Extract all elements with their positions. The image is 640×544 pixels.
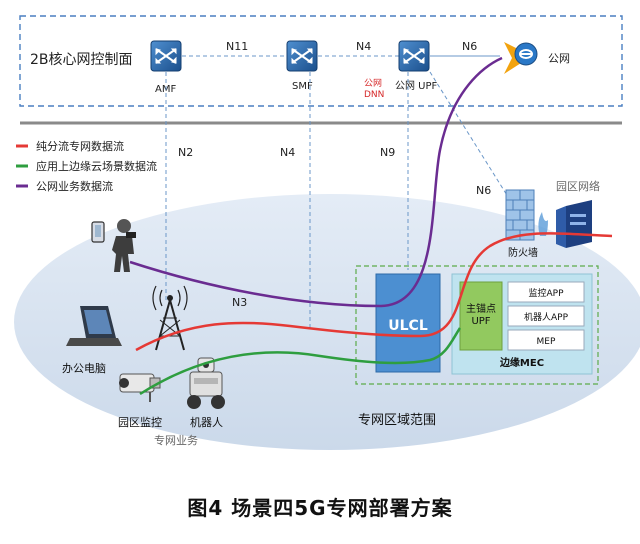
- campus-ellipse: [14, 194, 640, 450]
- legend-green: 应用上边缘云场景数据流: [36, 159, 157, 173]
- robot-app-box: [507, 305, 585, 327]
- label-n2: N2: [178, 146, 193, 159]
- legend-red: 纯分流专网数据流: [36, 139, 124, 153]
- dnn-label-2: DNN: [364, 90, 384, 100]
- firewall-icon: [505, 189, 548, 241]
- legend: 纯分流专网数据流 应用上边缘云场景数据流 公网业务数据流: [16, 139, 157, 193]
- anchor-upf-label-1: 主锚点: [466, 303, 496, 315]
- ulcl-box: [375, 273, 441, 373]
- label-n6-top: N6: [462, 40, 477, 53]
- label-n3: N3: [232, 296, 247, 309]
- dnn-label-1: 公网: [364, 78, 382, 89]
- amf-switch-icon: [150, 40, 182, 72]
- edge-mec-label: 边缘MEC: [499, 356, 544, 369]
- camera-label: 园区监控: [118, 415, 162, 429]
- campus-network-label: 园区网络: [556, 179, 600, 193]
- smf-switch-icon: [286, 40, 318, 72]
- robot-label: 机器人: [190, 415, 223, 429]
- robot-icon: [187, 357, 225, 409]
- monitor-app-box: [507, 281, 585, 303]
- public-network-label: 公网: [548, 52, 570, 65]
- core-network-box: [19, 15, 623, 107]
- figure-caption: 图4 场景四5G专网部署方案: [187, 496, 453, 520]
- anchor-upf-box: [459, 281, 503, 351]
- laptop-icon: [66, 306, 122, 346]
- robot-app-label: 机器人APP: [524, 311, 569, 323]
- label-n6: N6: [476, 184, 491, 197]
- upf-switch-icon: [398, 40, 430, 72]
- camera-icon: [119, 373, 161, 402]
- person-icon: [112, 219, 136, 272]
- mep-box: [507, 329, 585, 351]
- phone-icon: [91, 221, 105, 243]
- label-n4: N4: [280, 146, 295, 159]
- server-icon: [556, 200, 592, 248]
- public-network-icon: [504, 42, 538, 74]
- base-station-icon: [152, 285, 188, 351]
- smf-label: SMF: [292, 81, 313, 92]
- private-area-box: [355, 265, 599, 385]
- monitor-app-label: 监控APP: [528, 287, 564, 299]
- anchor-upf-label-2: UPF: [471, 316, 490, 327]
- private-area-label: 专网区域范围: [358, 413, 436, 428]
- office-pc-label: 办公电脑: [62, 362, 106, 375]
- flow-public: [129, 56, 503, 308]
- private-service-label: 专网业务: [154, 433, 198, 447]
- label-n11: N11: [226, 40, 248, 53]
- firewall-label: 防火墙: [508, 246, 538, 259]
- flow-red: [135, 232, 613, 352]
- mep-label: MEP: [537, 337, 556, 347]
- flow-green: [139, 327, 462, 396]
- core-title: 2B核心网控制面: [30, 52, 133, 68]
- ulcl-label: ULCL: [388, 318, 428, 334]
- legend-purple: 公网业务数据流: [36, 179, 113, 193]
- label-n4-top: N4: [356, 40, 371, 53]
- upf-label: 公网 UPF: [395, 80, 438, 92]
- label-n9: N9: [380, 146, 395, 159]
